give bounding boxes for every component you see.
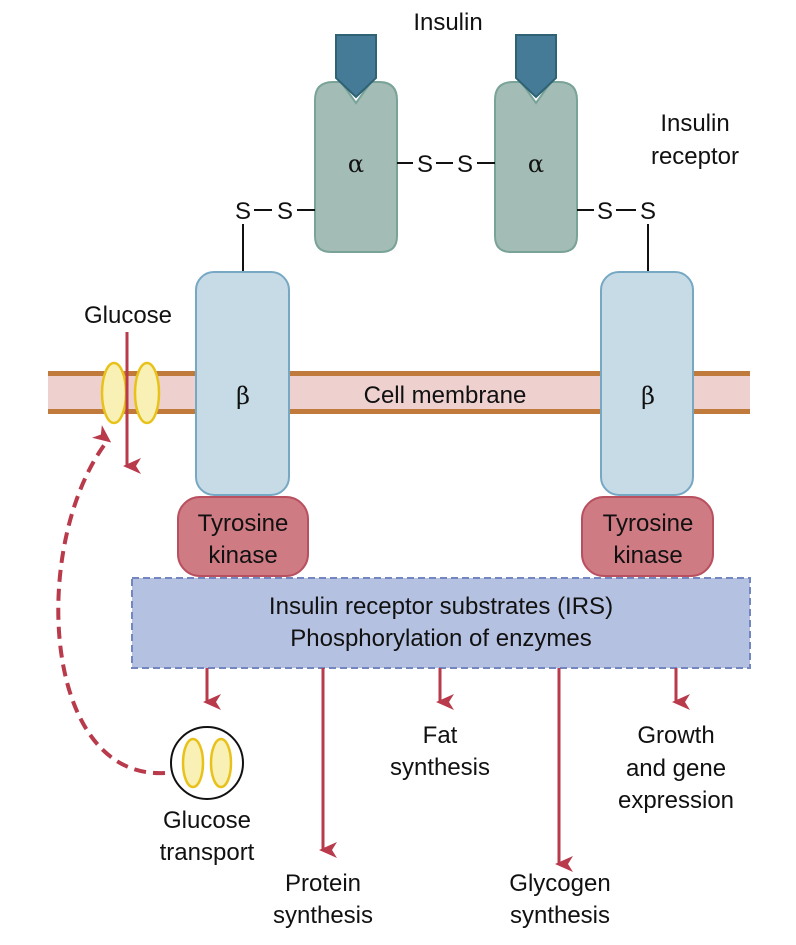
glycogen-synthesis-label: synthesis	[510, 902, 610, 929]
insulin-receptor-label-2: receptor	[651, 143, 739, 170]
glucose-transporter	[100, 361, 128, 425]
sulfur-label: S	[640, 198, 656, 225]
transporter-translocation-arrow	[56, 425, 166, 776]
fat-synthesis-label: Fat	[423, 722, 458, 749]
growth-label: expression	[618, 787, 734, 814]
disulfide-bonds	[242, 162, 649, 272]
alpha-subunit-left	[314, 81, 398, 253]
beta-label-left: β	[236, 382, 250, 410]
alpha-label-left: α	[348, 150, 364, 178]
insulin-molecule-left	[335, 34, 377, 99]
beta-subunit-left	[195, 271, 290, 496]
vesicle-transporter	[181, 737, 205, 789]
protein-synthesis-label: synthesis	[273, 902, 373, 929]
sulfur-label: S	[277, 198, 293, 225]
sulfur-label: S	[597, 198, 613, 225]
tyrosine-kinase-label: kinase	[208, 542, 277, 569]
beta-subunit-right	[600, 271, 694, 496]
tyrosine-kinase-label: Tyrosine	[603, 510, 694, 537]
tyrosine-kinase-label: kinase	[613, 542, 682, 569]
irs-label: Insulin receptor substrates (IRS)	[269, 593, 613, 620]
glucose-label: Glucose	[84, 302, 172, 329]
glucose-transport-label: transport	[160, 839, 255, 866]
glucose-transporter	[133, 361, 161, 425]
alpha-subunit-right	[494, 81, 578, 253]
irs-label: Phosphorylation of enzymes	[290, 625, 592, 652]
growth-label: Growth	[637, 722, 714, 749]
vesicle-transporter	[209, 737, 233, 789]
beta-label-right: β	[641, 382, 655, 410]
sulfur-label: S	[457, 151, 473, 178]
glucose-transport-label: Glucose	[163, 807, 251, 834]
fat-synthesis-label: synthesis	[390, 754, 490, 781]
sulfur-label: S	[235, 198, 251, 225]
tyrosine-kinase-right	[581, 496, 714, 577]
protein-synthesis-label: Protein	[285, 870, 361, 897]
irs-box	[131, 577, 751, 669]
alpha-label-right: α	[528, 150, 544, 178]
tyrosine-kinase-left	[177, 496, 309, 577]
insulin-receptor-label-1: Insulin	[660, 110, 729, 137]
cell-membrane-label: Cell membrane	[364, 382, 527, 409]
glycogen-synthesis-label: Glycogen	[509, 870, 610, 897]
output-arrows	[203, 668, 690, 872]
sulfur-label: S	[417, 151, 433, 178]
growth-label: and gene	[626, 755, 726, 782]
insulin-molecule-right	[515, 34, 557, 99]
tyrosine-kinase-label: Tyrosine	[198, 510, 289, 537]
insulin-label: Insulin	[413, 9, 482, 36]
